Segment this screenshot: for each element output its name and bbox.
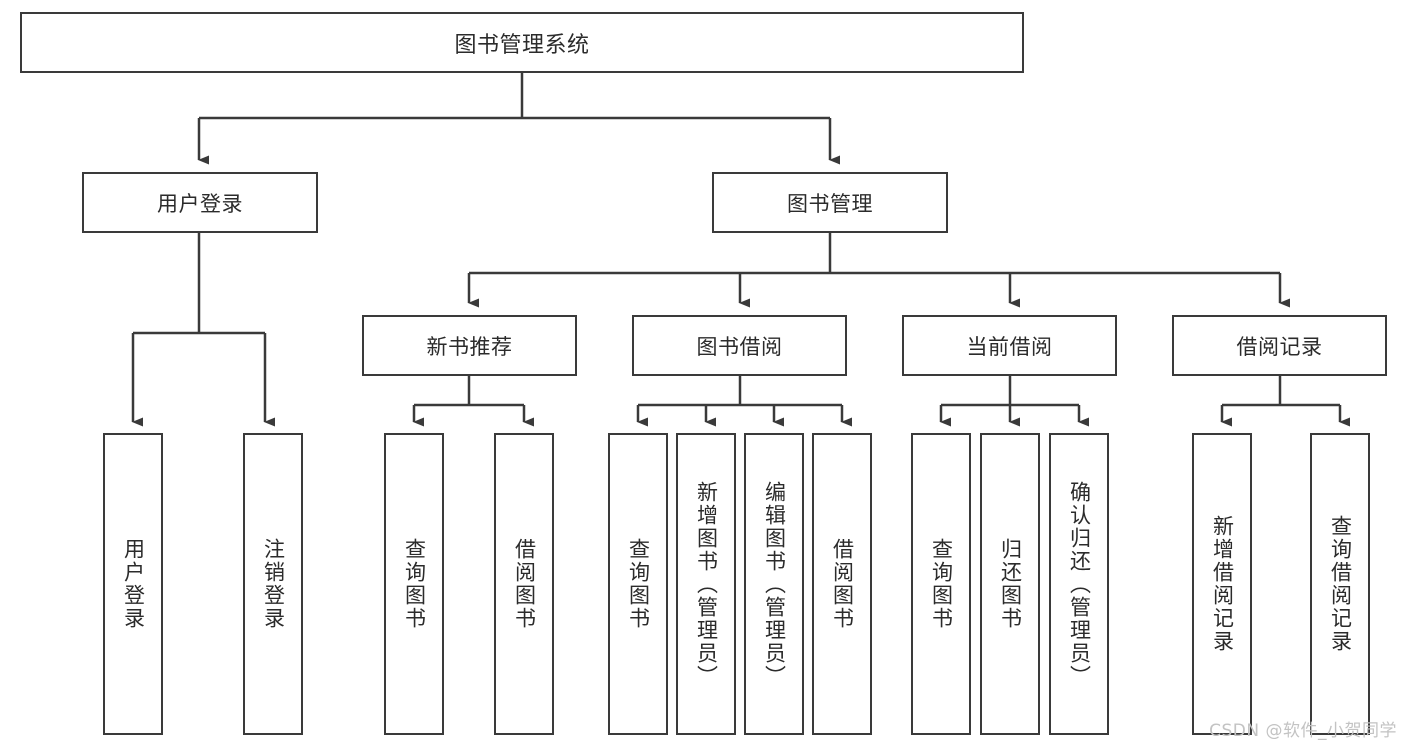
node-leaf-borrow-record-2-label: 查询借阅记录 (1328, 515, 1353, 653)
node-leaf-borrow-record-2[interactable]: 查询借阅记录 (1310, 433, 1370, 735)
node-book-borrow-label: 图书借阅 (696, 334, 783, 359)
node-current-borrow[interactable]: 当前借阅 (902, 315, 1117, 376)
node-user-login-label: 用户登录 (157, 191, 243, 216)
node-leaf-user-login-1-label: 用户登录 (121, 538, 146, 630)
node-leaf-new-book-1[interactable]: 查询图书 (384, 433, 444, 735)
node-leaf-current-borrow-1-label: 查询图书 (929, 538, 954, 630)
node-borrow-record[interactable]: 借阅记录 (1172, 315, 1387, 376)
node-leaf-user-login-2-label: 注销登录 (261, 538, 286, 630)
node-current-borrow-label: 当前借阅 (966, 334, 1053, 359)
node-leaf-new-book-2-label: 借阅图书 (512, 538, 537, 630)
node-leaf-book-borrow-1[interactable]: 查询图书 (608, 433, 668, 735)
node-leaf-book-borrow-4-label: 借阅图书 (830, 538, 855, 630)
node-leaf-book-borrow-4[interactable]: 借阅图书 (812, 433, 872, 735)
node-leaf-book-borrow-2[interactable]: 新增图书（管理员） (676, 433, 736, 735)
node-leaf-book-borrow-2-label: 新增图书（管理员） (694, 480, 719, 688)
node-new-book-recommend-label: 新书推荐 (426, 334, 513, 359)
node-borrow-record-label: 借阅记录 (1236, 334, 1323, 359)
node-leaf-book-borrow-3[interactable]: 编辑图书（管理员） (744, 433, 804, 735)
node-root-system-label: 图书管理系统 (454, 32, 590, 58)
node-new-book-recommend[interactable]: 新书推荐 (362, 315, 577, 376)
node-book-manage-label: 图书管理 (787, 191, 873, 216)
node-user-login[interactable]: 用户登录 (82, 172, 318, 233)
node-leaf-current-borrow-2[interactable]: 归还图书 (980, 433, 1040, 735)
node-leaf-user-login-2[interactable]: 注销登录 (243, 433, 303, 735)
node-leaf-book-borrow-3-label: 编辑图书（管理员） (762, 480, 787, 688)
node-leaf-current-borrow-2-label: 归还图书 (998, 538, 1023, 630)
node-leaf-current-borrow-3-label: 确认归还（管理员） (1067, 480, 1092, 688)
node-book-manage[interactable]: 图书管理 (712, 172, 948, 233)
node-leaf-borrow-record-1[interactable]: 新增借阅记录 (1192, 433, 1252, 735)
node-book-borrow[interactable]: 图书借阅 (632, 315, 847, 376)
node-leaf-book-borrow-1-label: 查询图书 (626, 538, 651, 630)
node-leaf-new-book-2[interactable]: 借阅图书 (494, 433, 554, 735)
node-leaf-user-login-1[interactable]: 用户登录 (103, 433, 163, 735)
node-root-system[interactable]: 图书管理系统 (20, 12, 1024, 73)
node-leaf-current-borrow-3[interactable]: 确认归还（管理员） (1049, 433, 1109, 735)
node-leaf-new-book-1-label: 查询图书 (402, 538, 427, 630)
node-leaf-borrow-record-1-label: 新增借阅记录 (1210, 515, 1235, 653)
node-leaf-current-borrow-1[interactable]: 查询图书 (911, 433, 971, 735)
